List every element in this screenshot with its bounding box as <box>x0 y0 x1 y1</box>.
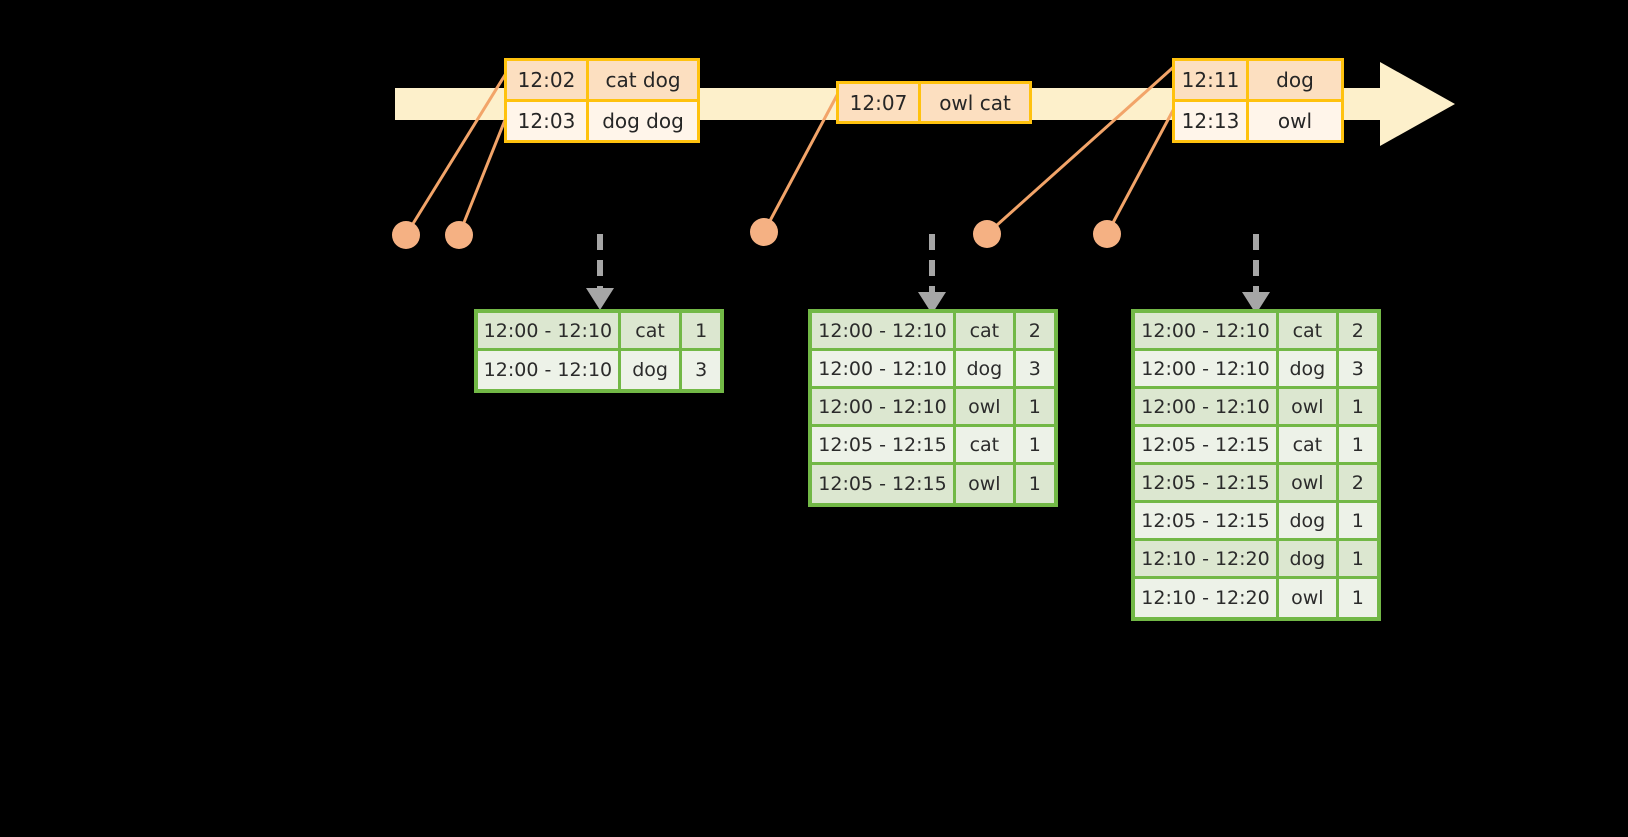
event-words: dog dog <box>589 102 697 140</box>
count-cell: 2 <box>1338 465 1378 500</box>
window-cell: 12:00 - 12:10 <box>478 351 621 389</box>
event-row: 12:07 owl cat <box>839 84 1029 121</box>
table-row: 12:05 - 12:15 cat 1 <box>1135 427 1378 465</box>
count-cell: 1 <box>1015 465 1055 503</box>
word-cell: cat <box>956 313 1016 348</box>
window-cell: 12:00 - 12:10 <box>1135 351 1280 386</box>
word-cell: owl <box>956 465 1016 503</box>
table-row: 12:00 - 12:10 cat 2 <box>812 313 1055 351</box>
result-table-1[interactable]: 12:00 - 12:10 cat 1 12:00 - 12:10 dog 3 <box>474 309 724 393</box>
count-cell: 1 <box>1015 389 1055 424</box>
word-cell: owl <box>1279 389 1339 424</box>
table-row: 12:10 - 12:20 dog 1 <box>1135 541 1378 579</box>
word-cell: dog <box>1279 351 1339 386</box>
table-row: 12:00 - 12:10 dog 3 <box>1135 351 1378 389</box>
window-cell: 12:00 - 12:10 <box>1135 313 1280 348</box>
word-cell: owl <box>1279 465 1339 500</box>
count-cell: 1 <box>1338 389 1378 424</box>
word-cell: owl <box>1279 579 1339 617</box>
table-row: 12:00 - 12:10 owl 1 <box>1135 389 1378 427</box>
event-card-2[interactable]: 12:07 owl cat <box>836 81 1032 124</box>
table-row: 12:00 - 12:10 dog 3 <box>812 351 1055 389</box>
table-row: 12:00 - 12:10 dog 3 <box>478 351 720 389</box>
event-words: dog <box>1249 61 1341 99</box>
dashed-arrows <box>597 234 1259 294</box>
word-cell: cat <box>956 427 1016 462</box>
result-table-2[interactable]: 12:00 - 12:10 cat 2 12:00 - 12:10 dog 3 … <box>808 309 1058 507</box>
count-cell: 1 <box>1338 541 1378 576</box>
event-time: 12:13 <box>1175 102 1249 140</box>
window-cell: 12:00 - 12:10 <box>812 313 957 348</box>
connector-dot-2 <box>445 221 473 249</box>
event-time: 12:02 <box>507 61 589 99</box>
table-row: 12:10 - 12:20 owl 1 <box>1135 579 1378 617</box>
count-cell: 3 <box>1338 351 1378 386</box>
table-row: 12:00 - 12:10 cat 1 <box>478 313 720 351</box>
event-card-3[interactable]: 12:11 dog 12:13 owl <box>1172 58 1344 143</box>
event-time: 12:07 <box>839 84 921 121</box>
table-row: 12:05 - 12:15 owl 2 <box>1135 465 1378 503</box>
count-cell: 2 <box>1338 313 1378 348</box>
count-cell: 1 <box>1015 427 1055 462</box>
event-time: 12:03 <box>507 102 589 140</box>
word-cell: owl <box>956 389 1016 424</box>
connector-dot-5 <box>1093 220 1121 248</box>
count-cell: 3 <box>1015 351 1055 386</box>
connector-dot-1 <box>392 221 420 249</box>
event-words: owl <box>1249 102 1341 140</box>
event-row: 12:03 dog dog <box>507 102 697 140</box>
event-words: cat dog <box>589 61 697 99</box>
event-words: owl cat <box>921 84 1029 121</box>
window-cell: 12:10 - 12:20 <box>1135 541 1280 576</box>
event-time: 12:11 <box>1175 61 1249 99</box>
window-cell: 12:05 - 12:15 <box>1135 503 1280 538</box>
window-cell: 12:00 - 12:10 <box>812 351 957 386</box>
window-cell: 12:05 - 12:15 <box>812 465 957 503</box>
count-cell: 2 <box>1015 313 1055 348</box>
event-row: 12:11 dog <box>1175 61 1341 102</box>
event-row: 12:02 cat dog <box>507 61 697 102</box>
connector-dot-3 <box>750 218 778 246</box>
result-table-3[interactable]: 12:00 - 12:10 cat 2 12:00 - 12:10 dog 3 … <box>1131 309 1381 621</box>
table-row: 12:05 - 12:15 dog 1 <box>1135 503 1378 541</box>
window-cell: 12:10 - 12:20 <box>1135 579 1280 617</box>
word-cell: cat <box>620 313 683 348</box>
table-row: 12:05 - 12:15 cat 1 <box>812 427 1055 465</box>
window-cell: 12:00 - 12:10 <box>1135 389 1280 424</box>
connector-dots <box>392 218 1121 249</box>
table-row: 12:00 - 12:10 owl 1 <box>812 389 1055 427</box>
event-row: 12:13 owl <box>1175 102 1341 140</box>
count-cell: 1 <box>1338 503 1378 538</box>
window-cell: 12:00 - 12:10 <box>812 389 957 424</box>
word-cell: cat <box>1279 313 1339 348</box>
word-cell: dog <box>1279 541 1339 576</box>
window-cell: 12:05 - 12:15 <box>812 427 957 462</box>
connector-dot-4 <box>973 220 1001 248</box>
window-cell: 12:05 - 12:15 <box>1135 465 1280 500</box>
window-cell: 12:05 - 12:15 <box>1135 427 1280 462</box>
count-cell: 1 <box>1338 427 1378 462</box>
word-cell: cat <box>1279 427 1339 462</box>
table-row: 12:00 - 12:10 cat 2 <box>1135 313 1378 351</box>
count-cell: 1 <box>682 313 720 348</box>
table-row: 12:05 - 12:15 owl 1 <box>812 465 1055 503</box>
event-card-1[interactable]: 12:02 cat dog 12:03 dog dog <box>504 58 700 143</box>
word-cell: dog <box>956 351 1016 386</box>
word-cell: dog <box>1279 503 1339 538</box>
count-cell: 1 <box>1338 579 1378 617</box>
word-cell: dog <box>620 351 683 389</box>
count-cell: 3 <box>682 351 720 389</box>
window-cell: 12:00 - 12:10 <box>478 313 621 348</box>
